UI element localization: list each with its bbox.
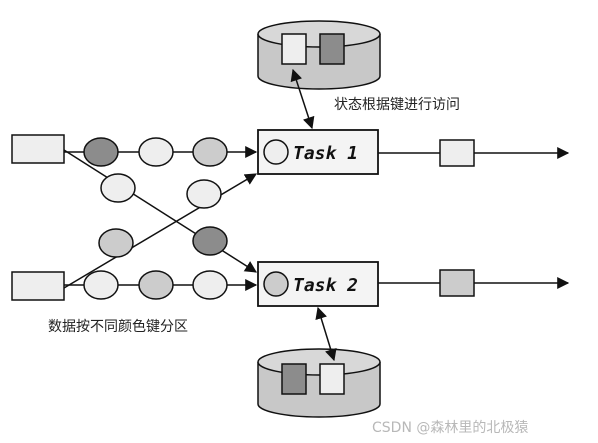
record-medium: [192, 137, 228, 167]
record-light: [186, 179, 222, 209]
record-light: [138, 137, 174, 167]
records-cross-streams: [98, 173, 228, 258]
record-light: [100, 173, 136, 203]
watermark: CSDN @森林里的北极猿: [372, 420, 528, 436]
output-record-task-1: [439, 139, 475, 167]
records-top-stream: [83, 137, 228, 167]
state-entry-light: [281, 33, 307, 65]
state-storage-task-1: [257, 20, 381, 90]
partition-note: 数据按不同颜色键分区: [48, 318, 188, 335]
task-2-box: [257, 261, 379, 307]
state-access-arrow-task-1: [290, 68, 315, 130]
task-2-label: Task 2: [293, 275, 358, 296]
record-light: [192, 270, 228, 300]
record-medium: [98, 228, 134, 258]
state-entry-dark: [281, 363, 307, 395]
record-dark: [192, 226, 228, 256]
task-2-current-record: [263, 271, 289, 297]
task-1: Task 1: [257, 129, 379, 175]
source-2: [11, 271, 65, 301]
line-src2-to-task1: [63, 173, 258, 289]
state-entry-dark: [319, 33, 345, 65]
records-bottom-stream: [83, 270, 228, 300]
record-light: [83, 270, 119, 300]
task-2: Task 2: [257, 261, 379, 307]
state-access-note: 状态根据键进行访问: [334, 97, 460, 113]
state-storage-task-2: [257, 348, 381, 418]
output-record-task-2: [439, 269, 475, 297]
task-1-current-record: [263, 139, 289, 165]
state-access-arrow-task-2: [315, 306, 337, 362]
line-src1-to-task2: [63, 149, 258, 273]
task-1-label: Task 1: [293, 143, 358, 164]
source-1: [11, 134, 65, 164]
record-medium: [138, 270, 174, 300]
state-entry-light: [319, 363, 345, 395]
record-dark: [83, 137, 119, 167]
